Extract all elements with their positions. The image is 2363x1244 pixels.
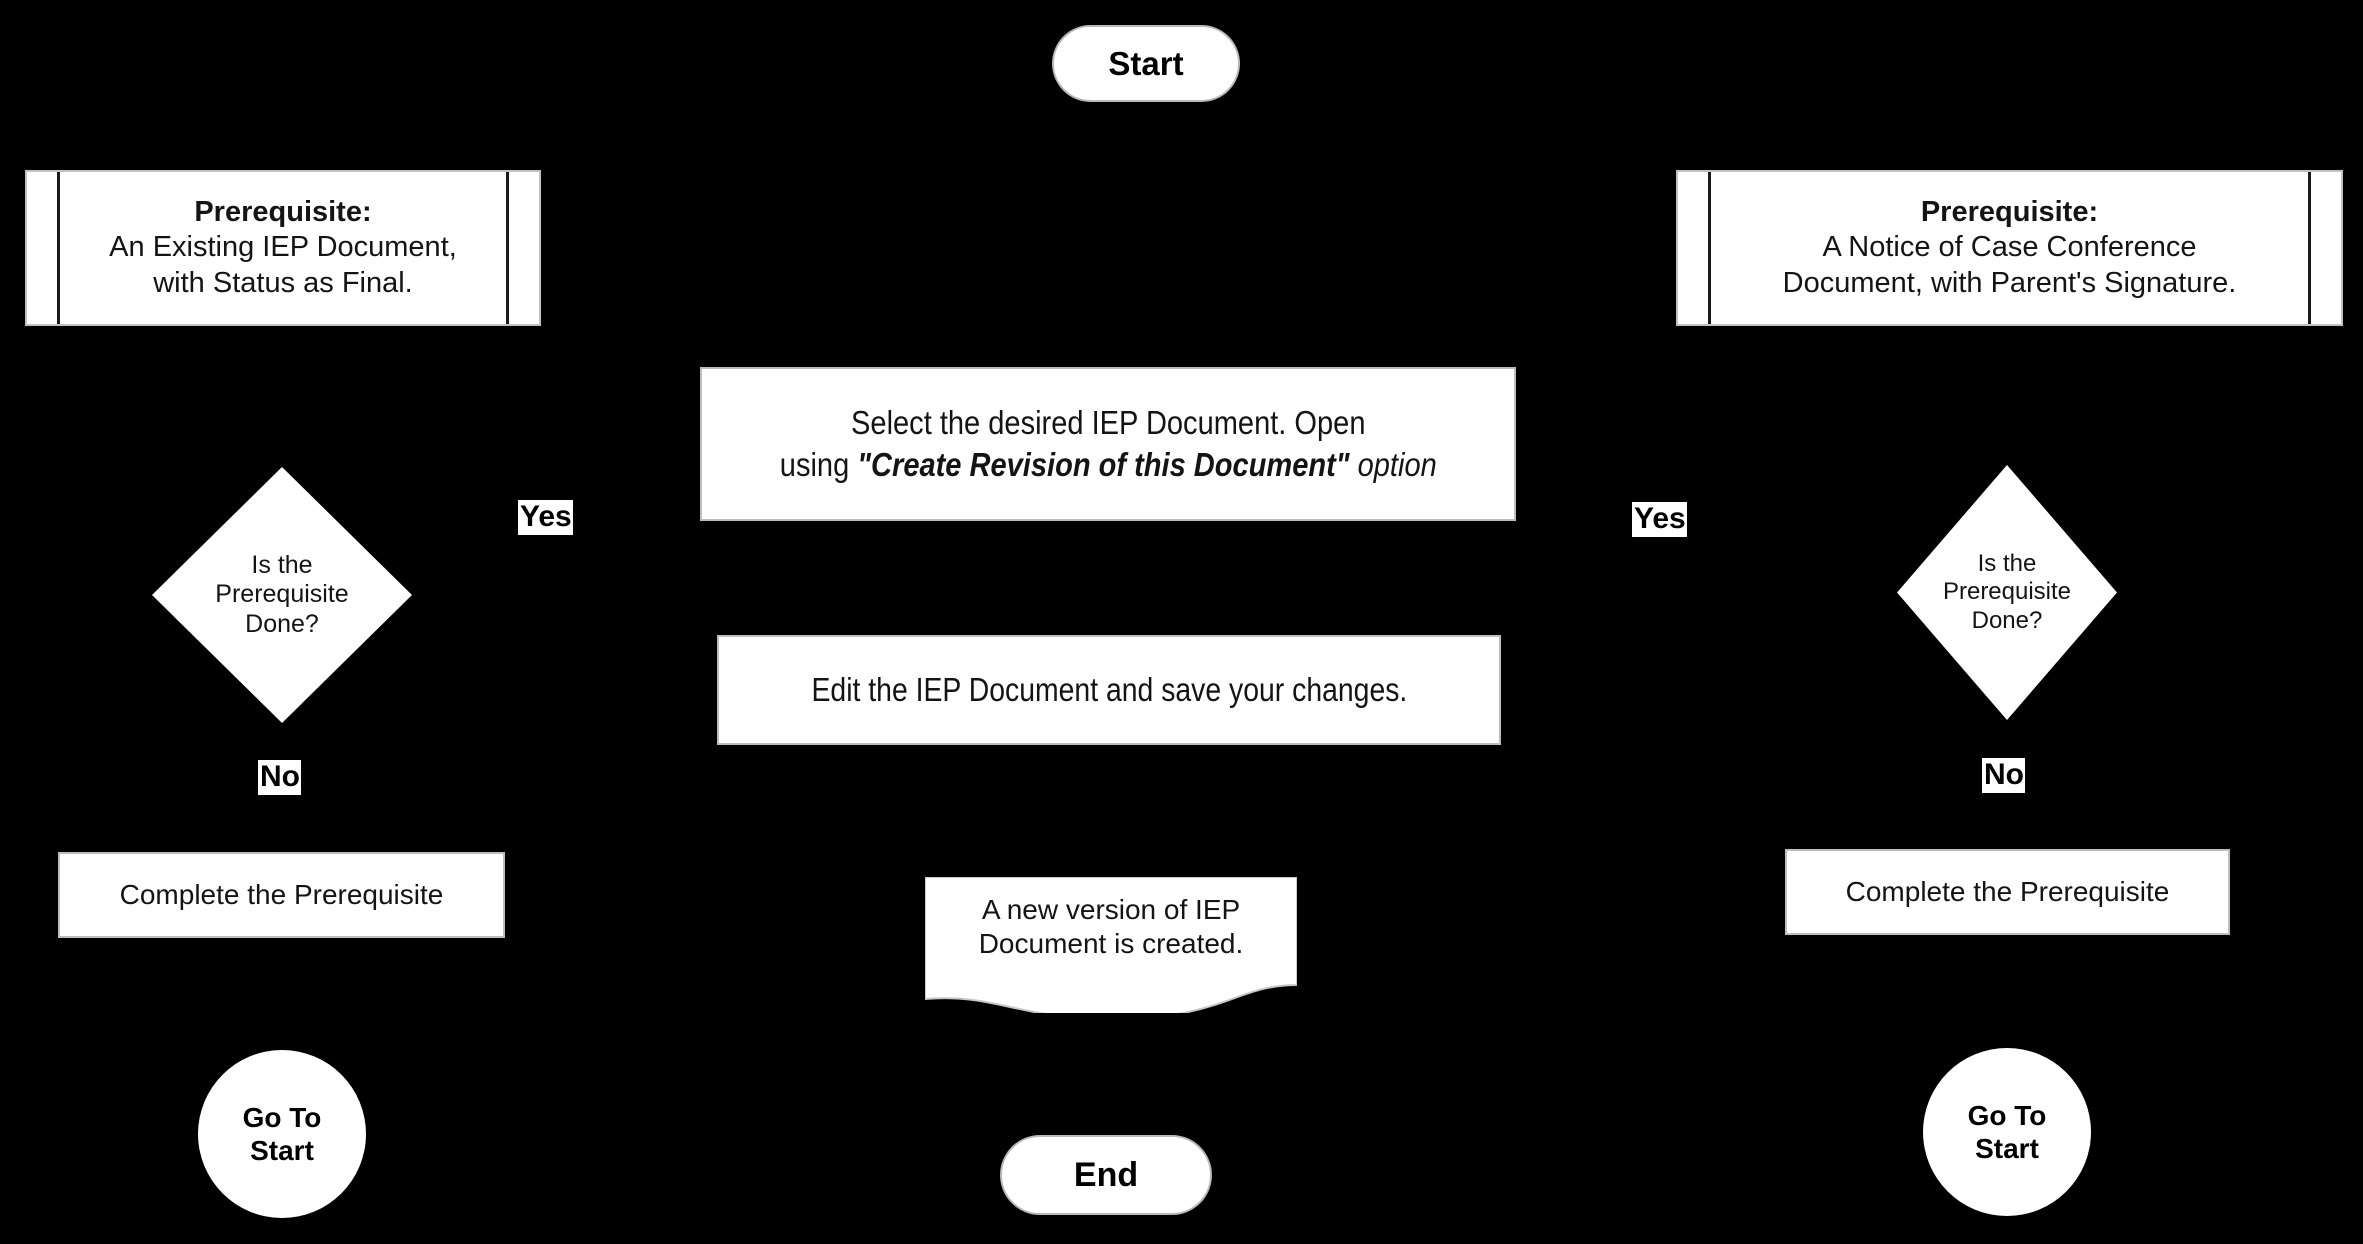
process-edit-document[interactable]: Edit the IEP Document and save your chan… [717, 635, 1501, 745]
edge-label-right-no: No [1982, 758, 2025, 793]
goto-start-right-line2: Start [1975, 1133, 2039, 1164]
end-label: End [1073, 1155, 1139, 1194]
connector-left-complete-to-goto [280, 940, 284, 1040]
document-output-line2: Document is created. [978, 928, 1244, 960]
document-output-text: A new version of IEP Document is created… [925, 893, 1297, 961]
document-output-shape[interactable]: A new version of IEP Document is created… [925, 877, 1297, 1013]
process-complete-prerequisite-left[interactable]: Complete the Prerequisite [58, 852, 505, 938]
prerequisite-left-line2: with Status as Final. [153, 266, 413, 299]
decision-right-text: Is the Prerequisite Done? [1897, 465, 2117, 720]
prerequisite-right-line1: A Notice of Case Conference [1822, 231, 2197, 264]
start-label: Start [1108, 44, 1184, 82]
connector-left-prereq-to-decision [280, 325, 284, 467]
select-line2-suffix: option [1349, 446, 1437, 483]
prerequisite-left-heading: Prerequisite: [194, 195, 372, 228]
decision-left-line2: Prerequisite [215, 580, 349, 609]
document-wavy-icon [925, 877, 1297, 1013]
select-line2-prefix: using [779, 446, 858, 483]
edge-label-right-yes: Yes [1632, 502, 1687, 537]
prerequisite-right-line2: Document, with Parent's Signature. [1782, 266, 2237, 299]
connector-right-complete-to-goto [2005, 935, 2009, 1035]
prerequisite-left[interactable]: Prerequisite: An Existing IEP Document, … [25, 170, 541, 326]
prerequisite-left-text: Prerequisite: An Existing IEP Document, … [67, 195, 499, 301]
goto-start-right-text: Go To Start [1968, 1099, 2047, 1165]
process-edit-document-label: Edit the IEP Document and save your chan… [811, 671, 1407, 708]
connector-goto-start-right[interactable]: Go To Start [1923, 1048, 2091, 1216]
process-select-document-line1: Select the desired IEP Document. Open [850, 404, 1366, 441]
end-terminator[interactable]: End [1000, 1135, 1212, 1215]
decision-right-line3: Done? [1971, 606, 2043, 634]
goto-start-right-line1: Go To [1967, 1099, 2047, 1131]
decision-left[interactable]: Is the Prerequisite Done? [152, 467, 412, 723]
connector-select-to-edit [1143, 520, 1147, 635]
decision-left-line1: Is the [251, 550, 313, 579]
connector-edit-to-document [1108, 745, 1112, 877]
process-select-document-text: Select the desired IEP Document. Open us… [780, 404, 1437, 484]
edge-label-left-yes: Yes [518, 500, 573, 535]
prerequisite-right[interactable]: Prerequisite: A Notice of Case Conferenc… [1676, 170, 2343, 326]
goto-start-left-line1: Go To [242, 1101, 322, 1133]
process-complete-prerequisite-right-label: Complete the Prerequisite [1845, 876, 2170, 907]
goto-start-left-line2: Start [250, 1135, 314, 1166]
edge-label-left-no: No [258, 760, 301, 795]
connector-left-decision-yes [412, 593, 702, 597]
connector-document-to-end [1103, 1010, 1107, 1135]
connector-right-decision-yes [1515, 590, 1875, 594]
decision-right-line2: Prerequisite [1942, 578, 2072, 606]
decision-left-text: Is the Prerequisite Done? [152, 467, 412, 723]
process-complete-prerequisite-left-label: Complete the Prerequisite [119, 879, 444, 910]
start-terminator[interactable]: Start [1052, 25, 1240, 102]
decision-right[interactable]: Is the Prerequisite Done? [1897, 465, 2117, 720]
process-select-document-line2: using "Create Revision of this Document"… [780, 446, 1437, 484]
connector-goto-start-left[interactable]: Go To Start [198, 1050, 366, 1218]
prerequisite-right-text: Prerequisite: A Notice of Case Conferenc… [1741, 195, 2279, 301]
connector-start-to-select [1143, 100, 1147, 367]
connector-right-prereq-to-decision [2005, 325, 2009, 467]
process-select-document[interactable]: Select the desired IEP Document. Open us… [700, 367, 1516, 521]
process-complete-prerequisite-right[interactable]: Complete the Prerequisite [1785, 849, 2230, 935]
select-line2-quoted: "Create Revision of this Document" [857, 446, 1350, 483]
prerequisite-right-heading: Prerequisite: [1920, 195, 2099, 228]
prerequisite-left-line1: An Existing IEP Document, [109, 231, 457, 264]
document-output-line1: A new version of IEP [981, 894, 1241, 925]
goto-start-left-text: Go To Start [243, 1101, 322, 1167]
decision-right-line1: Is the [1977, 550, 2037, 578]
decision-left-line3: Done? [245, 609, 319, 638]
